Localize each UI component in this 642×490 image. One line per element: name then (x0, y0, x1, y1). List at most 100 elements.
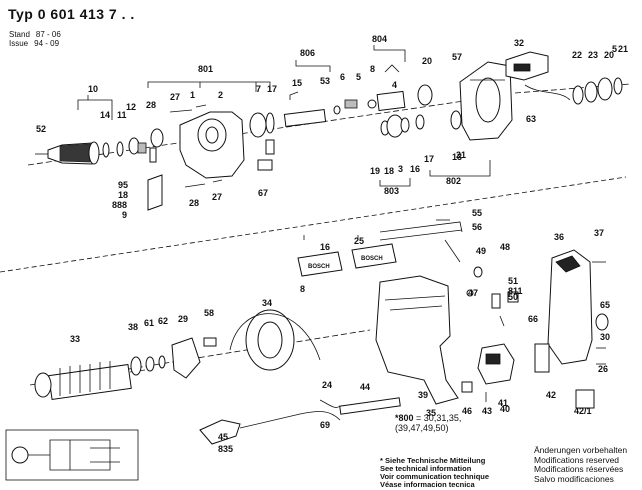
group-bracket-804 (373, 45, 406, 62)
ring-23 (584, 81, 598, 103)
issue-label: Issue (9, 39, 29, 48)
kit-info: *800 = 30,31,35, (39,47,49,50) (395, 413, 461, 433)
group-bracket-10 (77, 95, 113, 120)
upper-callout-16: 5 (356, 72, 361, 82)
drill-chuck (47, 141, 100, 165)
part-67 (257, 159, 273, 171)
lower-callout-1: 56 (472, 222, 482, 232)
note-line-4: Véase informacion tecnica (380, 480, 475, 489)
upper-callout-42: 802 (446, 176, 461, 186)
fan-68 (34, 372, 52, 398)
upper-callout-15: 6 (340, 72, 345, 82)
upper-callout-13: 15 (292, 78, 302, 88)
upper-callout-12: 806 (300, 48, 315, 58)
kit-equals: = 30,31,35, (416, 413, 462, 423)
lower-callout-6: 51 (508, 276, 518, 286)
lower-callout-31: 40 (500, 404, 510, 414)
lower-callout-34: 835 (218, 444, 233, 454)
lower-callout-14: 33 (70, 334, 80, 344)
bosch-text-2: BOSCH (361, 256, 383, 262)
note-line-2: See technical information (380, 464, 472, 473)
lower-callout-5: 48 (500, 242, 510, 252)
technical-notes: * Siehe Technische Mitteilung See techni… (380, 457, 489, 489)
ball-8 (367, 99, 377, 109)
bracket-95 (147, 174, 163, 211)
upper-callout-40: 21 (456, 150, 466, 160)
lower-callout-3: 25 (354, 236, 364, 246)
upper-callout-27: 13 (452, 152, 462, 162)
stand-value: 87 - 06 (35, 30, 61, 39)
gear-housing (179, 111, 245, 179)
lower-callout-30: 43 (482, 406, 492, 416)
switch-32 (505, 51, 549, 81)
issue-line: Issue 94 - 09 (9, 39, 59, 48)
bearing-20 (417, 84, 433, 106)
field-coil-34 (229, 309, 321, 371)
bearing-21 (450, 110, 462, 130)
upper-callout-38: 16 (410, 164, 420, 174)
clutch-804 (376, 64, 406, 112)
sleeve-1 (265, 139, 275, 155)
lower-callout-18: 29 (178, 314, 188, 324)
upper-callout-30: 18 (118, 190, 128, 200)
lower-callout-28: 35 (426, 408, 436, 418)
lower-callout-13: 8 (300, 284, 305, 294)
upper-callout-37: 3 (398, 164, 403, 174)
screw-27 (195, 104, 207, 108)
bearing-20-right (597, 77, 613, 101)
lower-callout-23: 30 (600, 332, 610, 342)
issue-value: 94 - 09 (34, 39, 60, 48)
part-47 (466, 289, 474, 297)
kit-parts: (39,47,49,50) (395, 423, 449, 433)
note-marker: * (380, 456, 383, 465)
upper-callout-22: 32 (514, 38, 524, 48)
lower-callout-19: 58 (204, 308, 214, 318)
upper-callout-26: 21 (618, 44, 628, 54)
change-line-3: Modifications réservées (534, 464, 624, 474)
lower-callout-29: 46 (462, 406, 472, 416)
upper-callout-5: 28 (146, 100, 156, 110)
lower-callout-10: 36 (554, 232, 564, 242)
kit-ref: *800 (395, 413, 414, 423)
upper-callout-3: 11 (117, 110, 127, 120)
lower-callout-22: 65 (600, 300, 610, 310)
screw-28 (169, 109, 193, 113)
motor-housing-35 (375, 275, 459, 405)
gear-sub-803 (380, 114, 410, 138)
part-42-1 (575, 389, 595, 409)
lower-callout-36: 39 (418, 390, 428, 400)
lower-callout-7: 811 (508, 286, 523, 296)
upper-callout-25: 20 (604, 50, 614, 60)
upper-callout-36: 18 (384, 166, 394, 176)
screw-28-lower (184, 183, 206, 188)
wire-69 (319, 399, 341, 408)
lower-callout-33: 45 (218, 432, 228, 442)
wiring-schematic (5, 429, 139, 481)
ring-17b (415, 114, 425, 130)
ring-62 (158, 355, 166, 369)
upper-callout-2: 14 (100, 110, 110, 120)
ring-21-right (613, 77, 623, 95)
upper-callout-14: 53 (320, 76, 330, 86)
type-label: Typ (8, 6, 34, 22)
lower-callout-21: 66 (528, 314, 538, 324)
upper-callout-43: 63 (526, 114, 536, 124)
ring-22 (572, 85, 584, 105)
type-number: Typ 0 601 413 7 . . (8, 6, 135, 22)
lower-callout-24: 26 (598, 364, 608, 374)
group-bracket-806 (295, 60, 331, 72)
lower-callout-9: 50 (508, 292, 518, 302)
change-line-2: Modifications reserved (534, 454, 620, 465)
upper-callout-32: 28 (189, 198, 199, 208)
upper-callout-7: 1 (190, 90, 195, 100)
note-line-3: Voir communication technique (380, 472, 490, 481)
pin-14 (149, 147, 157, 163)
group-bracket-802 (429, 160, 491, 177)
upper-callout-17: 804 (372, 34, 387, 44)
upper-callout-11: 17 (267, 84, 277, 94)
upper-callout-41: 803 (384, 186, 399, 196)
lower-callout-16: 61 (144, 318, 154, 328)
